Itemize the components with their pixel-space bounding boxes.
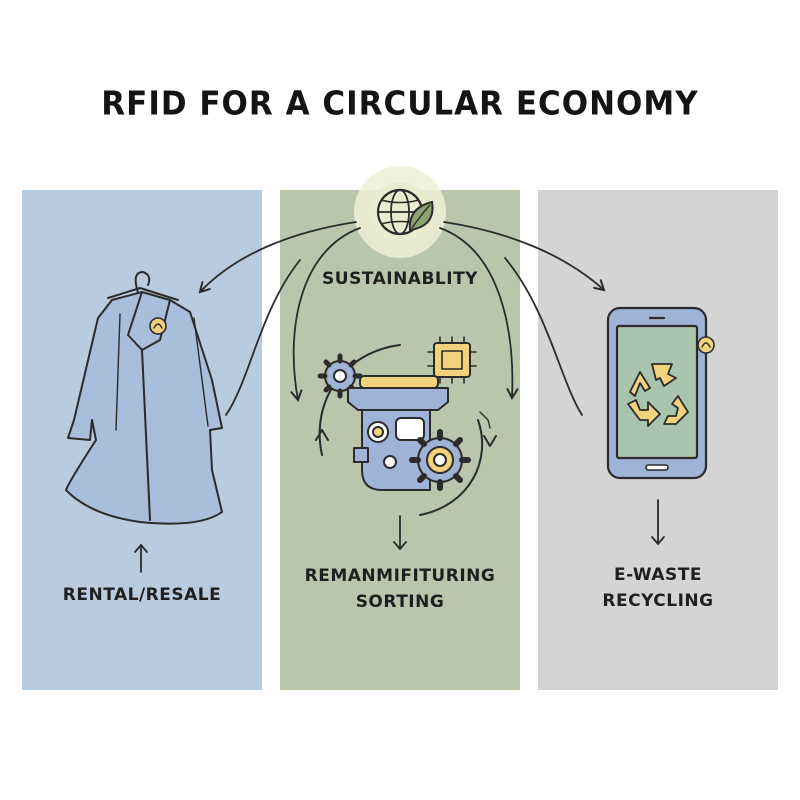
- down-arrow-ewaste: [651, 499, 665, 546]
- down-arrow-reman: [393, 515, 407, 551]
- phone-recycle-icon: [606, 306, 715, 480]
- machine-gears-icon: [315, 336, 497, 516]
- up-arrow-rental: [134, 543, 148, 573]
- flow-arrows: [198, 221, 606, 416]
- coat-hanger-icon: [65, 271, 223, 525]
- diagram-title: RFID FOR A CIRCULAR ECONOMY: [101, 85, 699, 123]
- recycling-label: RECYCLING: [602, 591, 714, 611]
- sustainability-label: SUSTAINABLITY: [322, 269, 478, 289]
- globe-leaf-icon: [354, 166, 446, 258]
- sorting-label: SORTING: [355, 592, 445, 612]
- e-waste-label: E-WASTE: [613, 565, 702, 585]
- rental-resale-label: RENTAL/RESALE: [62, 585, 222, 605]
- remanufacturing-label: REMANMIFITURING: [304, 566, 496, 586]
